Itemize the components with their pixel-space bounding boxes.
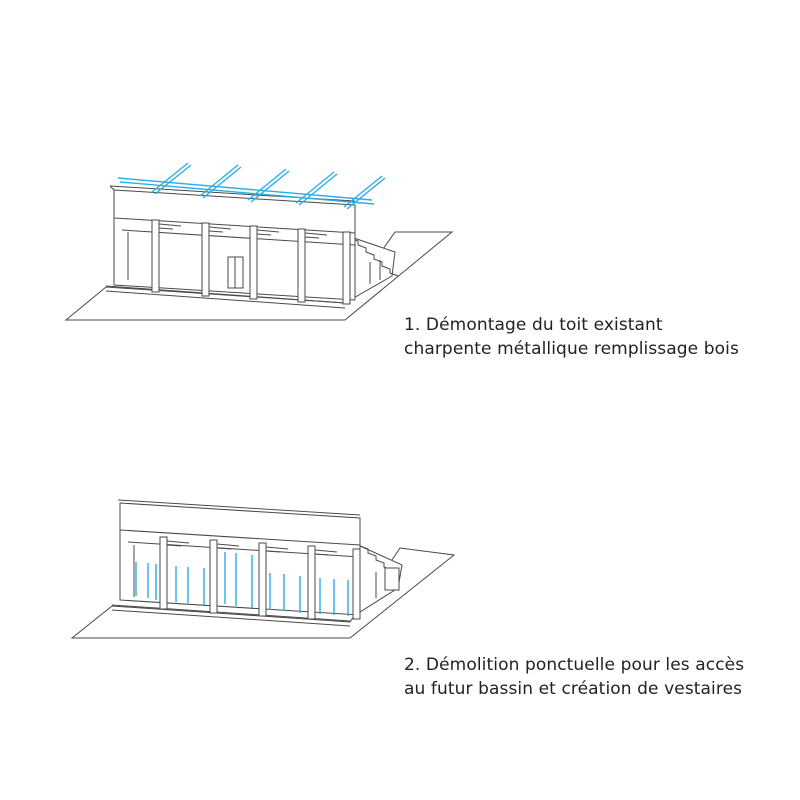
step-1-caption-line-2: charpente métallique remplissage bois bbox=[404, 339, 739, 359]
columns bbox=[133, 536, 361, 620]
step-1-caption-line-1: 1. Démontage du toit existant bbox=[404, 315, 663, 335]
step-1-caption: 1. Démontage du toit existant charpente … bbox=[404, 313, 794, 361]
new-openings-highlight bbox=[135, 552, 349, 616]
step-1-drawing bbox=[64, 162, 454, 321]
roof-frame-highlight bbox=[117, 162, 386, 210]
step-2-caption: 2. Démolition ponctuelle pour les accès … bbox=[404, 653, 794, 701]
side-stair bbox=[357, 544, 403, 613]
step-2-caption-line-2: au futur bassin et création de vestaires bbox=[404, 679, 743, 699]
step-2-caption-line-1: 2. Démolition ponctuelle pour les accès bbox=[404, 655, 745, 675]
facade-wall bbox=[113, 189, 356, 301]
columns bbox=[127, 219, 351, 305]
